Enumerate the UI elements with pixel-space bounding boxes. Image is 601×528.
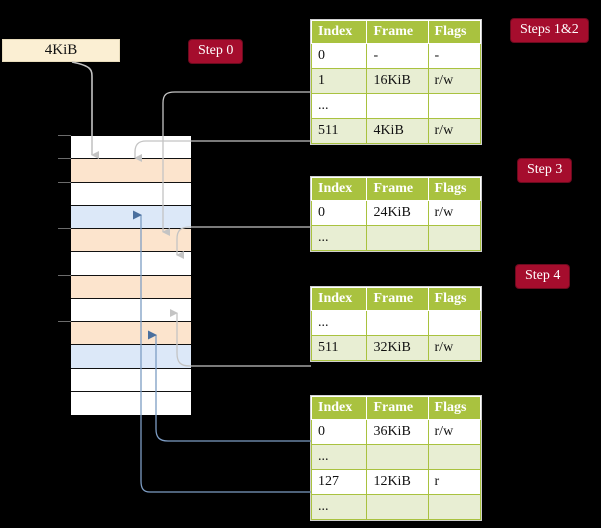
- cell-flags: r: [427, 469, 482, 495]
- cell-index: ...: [310, 310, 368, 336]
- column-header-index: Index: [310, 287, 368, 311]
- cell-index: ...: [310, 225, 368, 251]
- table-row: 0--: [310, 43, 482, 69]
- column-header-frame: Frame: [366, 20, 429, 44]
- step-badge-steps-1and2: Steps 1&2: [511, 19, 588, 42]
- cell-index: 511: [310, 335, 368, 361]
- cell-frame: 32KiB: [366, 335, 429, 361]
- table-row: ...: [310, 494, 482, 520]
- cell-frame: [366, 93, 429, 119]
- step-badge-step-4: Step 4: [516, 265, 570, 288]
- cell-index: 0: [310, 43, 368, 69]
- column-header-index: Index: [310, 177, 368, 201]
- cell-index: ...: [310, 494, 368, 520]
- cell-frame: [366, 444, 429, 470]
- memory-frame-row: [71, 182, 191, 206]
- memory-frame-row: [71, 368, 191, 392]
- memory-row-tick: [58, 228, 71, 229]
- memory-frame-row: [71, 159, 191, 183]
- column-header-frame: Frame: [366, 287, 429, 311]
- cell-flags: r/w: [427, 335, 482, 361]
- memory-frame-row: [71, 298, 191, 322]
- cell-flags: [427, 494, 482, 520]
- table-row: ...: [310, 225, 482, 251]
- cell-index: ...: [310, 93, 368, 119]
- cell-frame: -: [366, 43, 429, 69]
- memory-frame-row: [71, 391, 191, 415]
- cell-index: 0: [310, 419, 368, 445]
- cell-index: 0: [310, 200, 368, 226]
- cell-index: 1: [310, 68, 368, 94]
- memory-row-tick: [58, 181, 71, 183]
- column-header-flags: Flags: [427, 20, 482, 44]
- step-badge-step-3: Step 3: [518, 159, 572, 182]
- memory-frame-row: [71, 345, 191, 369]
- column-header-frame: Frame: [366, 396, 429, 420]
- cell-flags: r/w: [427, 118, 482, 144]
- cell-frame: 4KiB: [366, 118, 429, 144]
- cell-index: 511: [310, 118, 368, 144]
- memory-frame-row: [71, 322, 191, 346]
- cell-flags: [427, 225, 482, 251]
- column-header-flags: Flags: [427, 396, 482, 420]
- cell-index: 127: [310, 469, 368, 495]
- cell-flags: [427, 93, 482, 119]
- step-badge-step-0: Step 0: [189, 40, 243, 63]
- column-header-index: Index: [310, 20, 368, 44]
- table-row: ...: [310, 93, 482, 119]
- memory-row-tick: [58, 135, 71, 136]
- cell-index: ...: [310, 444, 368, 470]
- table-row: ...: [310, 310, 482, 336]
- memory-frame-row: [71, 275, 191, 299]
- memory-frame-row: [71, 229, 191, 253]
- cell-flags: r/w: [427, 419, 482, 445]
- memory-frame-row: [71, 136, 191, 160]
- cell-flags: r/w: [427, 200, 482, 226]
- column-header-flags: Flags: [427, 287, 482, 311]
- physical-memory-4kib-box: 4KiB: [2, 39, 120, 62]
- cell-frame: 36KiB: [366, 419, 429, 445]
- cell-frame: [366, 225, 429, 251]
- cell-flags: r/w: [427, 68, 482, 94]
- column-header-index: Index: [310, 396, 368, 420]
- cell-flags: [427, 310, 482, 336]
- memory-row-tick: [58, 158, 71, 160]
- cell-frame: 16KiB: [366, 68, 429, 94]
- memory-frame-row: [71, 252, 191, 276]
- column-header-flags: Flags: [427, 177, 482, 201]
- cell-flags: -: [427, 43, 482, 69]
- column-header-frame: Frame: [366, 177, 429, 201]
- cell-frame: 12KiB: [366, 469, 429, 495]
- cell-frame: [366, 494, 429, 520]
- cell-frame: [366, 310, 429, 336]
- memory-row-tick: [58, 274, 71, 276]
- memory-row-tick: [58, 321, 71, 322]
- cell-frame: 24KiB: [366, 200, 429, 226]
- cell-flags: [427, 444, 482, 470]
- table-row: ...: [310, 444, 482, 470]
- memory-frame-row: [71, 205, 191, 229]
- physical-memory-column: [70, 135, 191, 415]
